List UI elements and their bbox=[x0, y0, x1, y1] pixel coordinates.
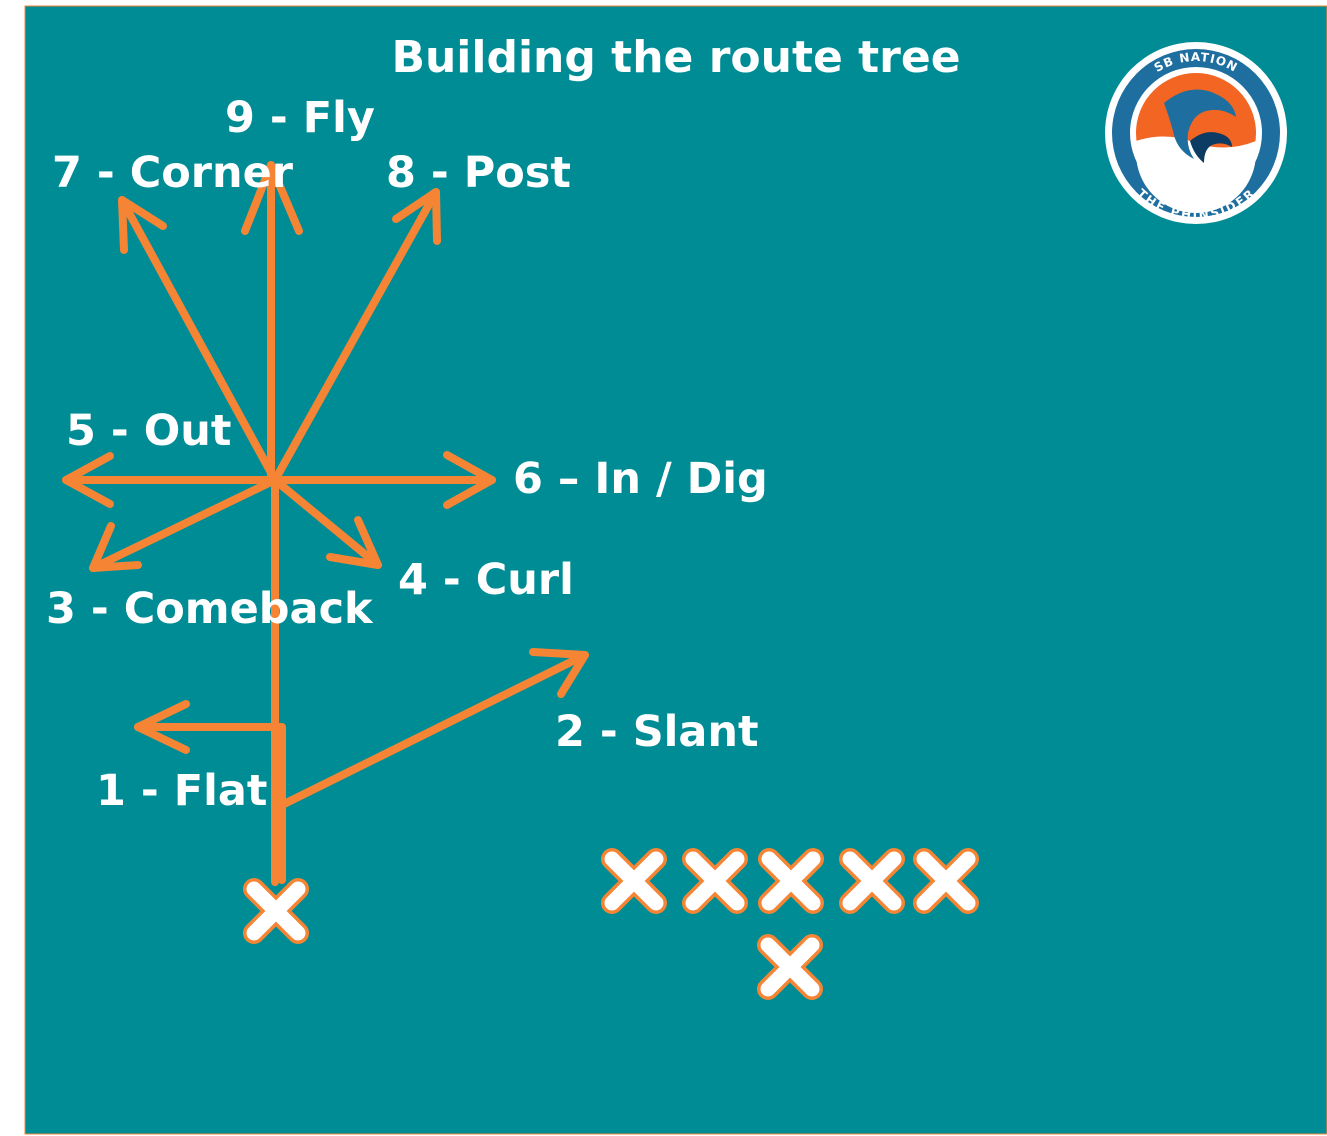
label-slant: 2 - Slant bbox=[555, 707, 759, 757]
lineman-x-marker bbox=[612, 859, 656, 903]
label-fly: 9 - Fly bbox=[225, 93, 375, 143]
label-corner: 7 - Corner bbox=[52, 148, 294, 198]
route-lines bbox=[62, 161, 589, 886]
route-in-dig bbox=[271, 451, 496, 509]
label-post: 8 - Post bbox=[386, 148, 571, 198]
lineman-x-marker bbox=[850, 859, 894, 903]
route-post bbox=[271, 188, 441, 484]
route-flat bbox=[134, 700, 286, 884]
route-out bbox=[62, 452, 279, 508]
lineman-x-marker bbox=[924, 859, 968, 903]
field-background bbox=[24, 5, 1327, 1135]
route-comeback bbox=[89, 476, 279, 572]
route-fly bbox=[241, 161, 303, 484]
diagram-title: Building the route tree bbox=[391, 32, 960, 83]
lineman-x-marker bbox=[693, 859, 737, 903]
phinsider-logo: SB NATION THE PHINSIDER bbox=[1105, 42, 1287, 224]
wave-icon bbox=[1136, 136, 1256, 213]
receiver-x-marker bbox=[254, 889, 298, 933]
quarterback-x-marker bbox=[768, 945, 812, 989]
dolphin-icon bbox=[1164, 89, 1236, 159]
label-in-dig: 6 – In / Dig bbox=[513, 454, 768, 504]
label-out: 5 - Out bbox=[66, 406, 231, 456]
label-flat: 1 - Flat bbox=[96, 766, 267, 816]
dolphin-small-icon bbox=[1190, 132, 1232, 163]
route-corner bbox=[118, 196, 279, 484]
route-curl bbox=[271, 476, 382, 569]
lineman-x-marker bbox=[769, 859, 813, 903]
route-slant bbox=[278, 648, 589, 809]
label-curl: 4 - Curl bbox=[398, 555, 574, 605]
label-comeback: 3 - Comeback bbox=[46, 584, 374, 634]
